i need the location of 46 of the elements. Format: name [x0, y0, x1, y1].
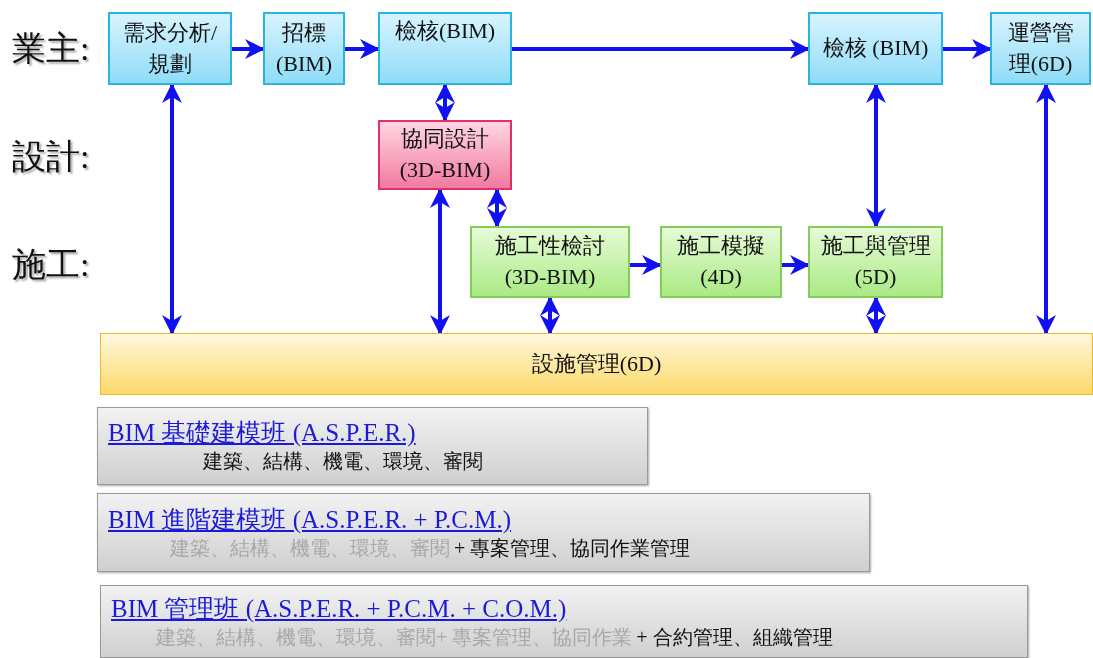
node-label: 需求分析/規劃	[121, 18, 219, 78]
arrow	[630, 255, 662, 275]
node-label: 檢核(BIM)	[394, 17, 496, 45]
node-label: 施工模擬(4D)	[676, 232, 766, 291]
arrow	[232, 39, 265, 59]
arrow	[1036, 83, 1056, 335]
arrow	[345, 39, 380, 59]
process-box	[990, 12, 1091, 85]
lane-label: 施工:	[12, 245, 90, 285]
lane-label: 設計:	[12, 137, 90, 177]
construction-box	[808, 226, 943, 298]
construction-box	[470, 226, 630, 298]
arrow	[866, 83, 886, 228]
node-label: 設施管理(6D)	[531, 349, 662, 378]
design-box	[378, 120, 512, 190]
construction-box	[660, 226, 782, 298]
course-title-link: BIM 進階建模班 (A.S.P.E.R. + P.C.M.)	[108, 504, 512, 535]
process-box	[108, 12, 232, 85]
arrow	[162, 83, 182, 335]
process-box	[263, 12, 345, 85]
course-title-link: BIM 基礎建模班 (A.S.P.E.R.)	[108, 418, 416, 448]
course-panel	[100, 585, 1028, 658]
course-panel	[97, 407, 648, 485]
course-title-link: BIM 管理班 (A.S.P.E.R. + P.C.M. + C.O.M.)	[111, 593, 567, 624]
process-box	[808, 12, 943, 85]
node-label: 運營管理(6D)	[1006, 18, 1075, 78]
arrow	[943, 39, 992, 59]
node-label: 協同設計 (3D-BIM)	[398, 125, 492, 184]
arrow	[782, 255, 810, 275]
process-box	[378, 12, 512, 85]
node-label: 施工與管理(5D)	[819, 232, 932, 291]
course-topics: + 合約管理、組織管理	[636, 624, 833, 650]
course-topics: + 專案管理、協同作業管理	[454, 535, 691, 561]
course-topics: 建築、結構、機電、環境、審閱	[203, 449, 483, 474]
facility-band	[100, 333, 1093, 395]
arrow	[430, 188, 450, 335]
arrow	[435, 83, 455, 122]
node-label: 招標 (BIM)	[274, 18, 334, 78]
arrow	[512, 39, 810, 59]
lane-label: 業主:	[12, 29, 90, 69]
arrow	[540, 296, 560, 335]
node-label: 檢核 (BIM)	[822, 34, 929, 63]
course-panel	[97, 493, 870, 572]
arrow	[487, 188, 507, 228]
arrow	[866, 296, 886, 335]
node-label: 施工性檢討 (3D-BIM)	[494, 232, 606, 291]
